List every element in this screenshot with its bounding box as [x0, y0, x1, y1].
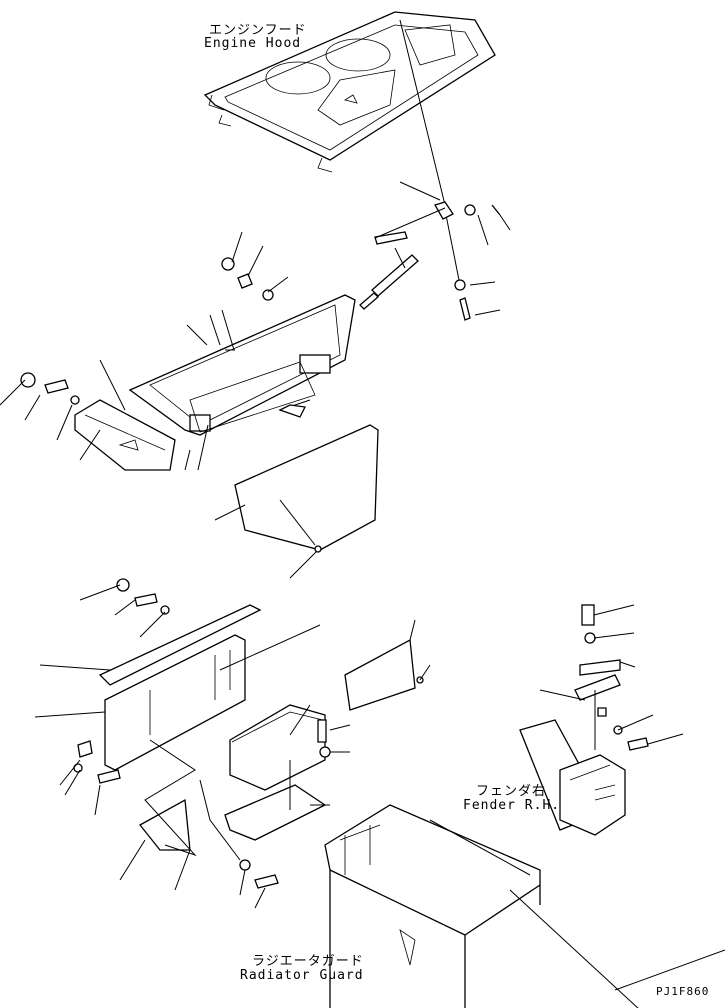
side-cover-part: [128, 231, 356, 471]
radiator-frame-part: [34, 578, 321, 891]
radiator-guard-label-jp: ラジエータガード: [252, 954, 364, 969]
radiator-guard-part: [324, 804, 725, 1008]
radiator-guard-label-en: Radiator Guard: [240, 968, 364, 983]
left-bracket-part: [0, 359, 191, 471]
engine-hood-label-en: Engine Hood: [204, 36, 302, 51]
figure-code: PJ1F860: [656, 985, 710, 998]
fender-rh-part: [519, 604, 684, 836]
engine-hood-label-jp: エンジンフード: [209, 23, 307, 38]
gas-spring-assembly: [359, 19, 511, 321]
engine-hood-part: [203, 11, 496, 173]
battery-box-part: [224, 704, 351, 909]
cover-plate-part: [344, 619, 431, 711]
fender-label-jp: フェンダ右: [476, 784, 547, 799]
insulation-plate-part: [214, 424, 379, 579]
fender-label-en: Fender R.H.: [463, 798, 561, 813]
